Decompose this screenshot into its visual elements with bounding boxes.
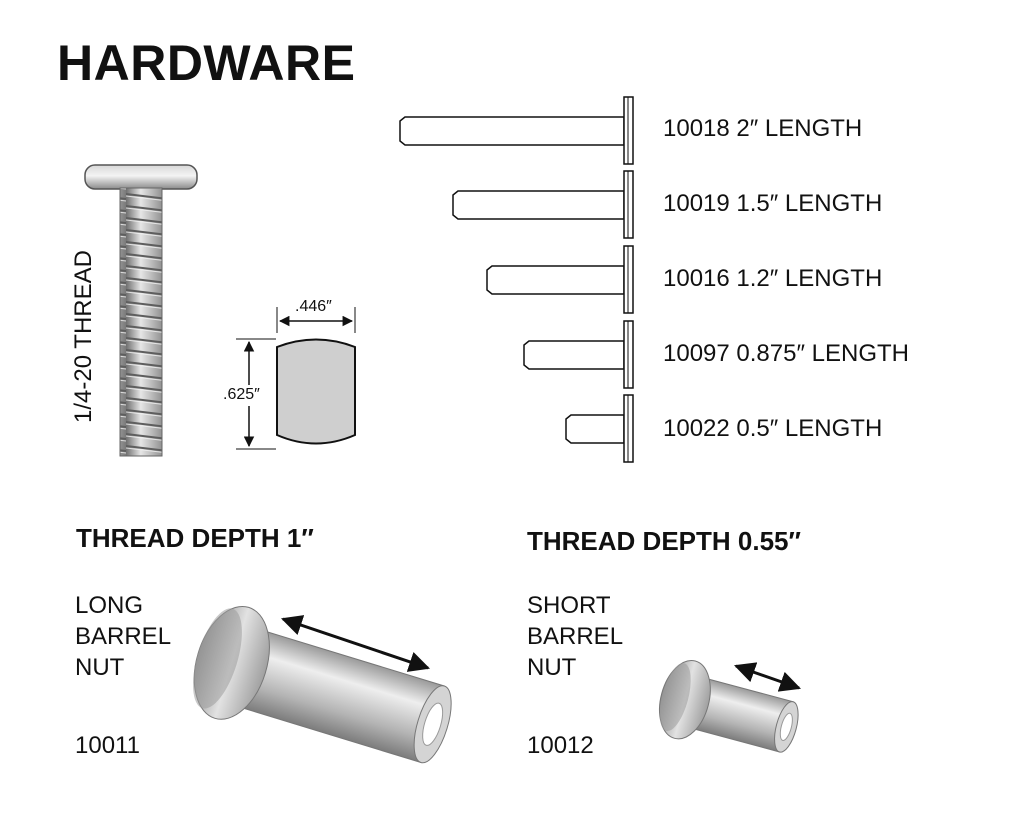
bolt-label-10097: 10097 0.875″ LENGTH — [663, 340, 909, 367]
desc-line: NUT — [527, 654, 577, 681]
desc-line: BARREL — [75, 623, 172, 650]
thread-label: 1/4-20 THREAD — [70, 250, 97, 423]
thread-depth-short: THREAD DEPTH 0.55″ — [527, 526, 801, 556]
thread-depth-long: THREAD DEPTH 1″ — [76, 523, 314, 553]
height-dimension: .625″ — [223, 386, 260, 403]
short-barrel-nut-illustration — [659, 660, 799, 753]
page-title: HARDWARE — [57, 35, 356, 91]
thread-depth-arrow-long — [281, 615, 430, 672]
bolt-length-10019 — [452, 170, 634, 239]
bolt-length-10018 — [399, 96, 634, 165]
desc-line: BARREL — [527, 623, 624, 650]
thread-depth-arrow-short — [734, 662, 801, 692]
bolt-label-10022: 10022 0.5″ LENGTH — [663, 415, 883, 442]
part-number-short: 10012 — [527, 732, 594, 759]
long-barrel-nut-illustration — [193, 605, 452, 764]
bolt-label-10019: 10019 1.5″ LENGTH — [663, 190, 883, 217]
bolt-length-10022 — [565, 394, 634, 463]
desc-line: LONG — [75, 592, 144, 619]
head-dimension-diagram — [236, 307, 356, 450]
long-barrel-nut-description: LONG BARREL NUT — [75, 590, 171, 683]
part-number-long: 10011 — [75, 732, 140, 759]
bolt-label-10018: 10018 2″ LENGTH — [663, 115, 863, 142]
short-barrel-nut-description: SHORT BARREL NUT — [527, 590, 623, 683]
t-bolt-illustration — [84, 164, 198, 457]
desc-line: NUT — [75, 654, 125, 681]
bolt-length-10097 — [523, 320, 634, 389]
bolt-length-10016 — [486, 245, 634, 314]
width-dimension: .446″ — [295, 298, 332, 315]
desc-line: SHORT — [527, 592, 611, 619]
bolt-label-10016: 10016 1.2″ LENGTH — [663, 265, 883, 292]
